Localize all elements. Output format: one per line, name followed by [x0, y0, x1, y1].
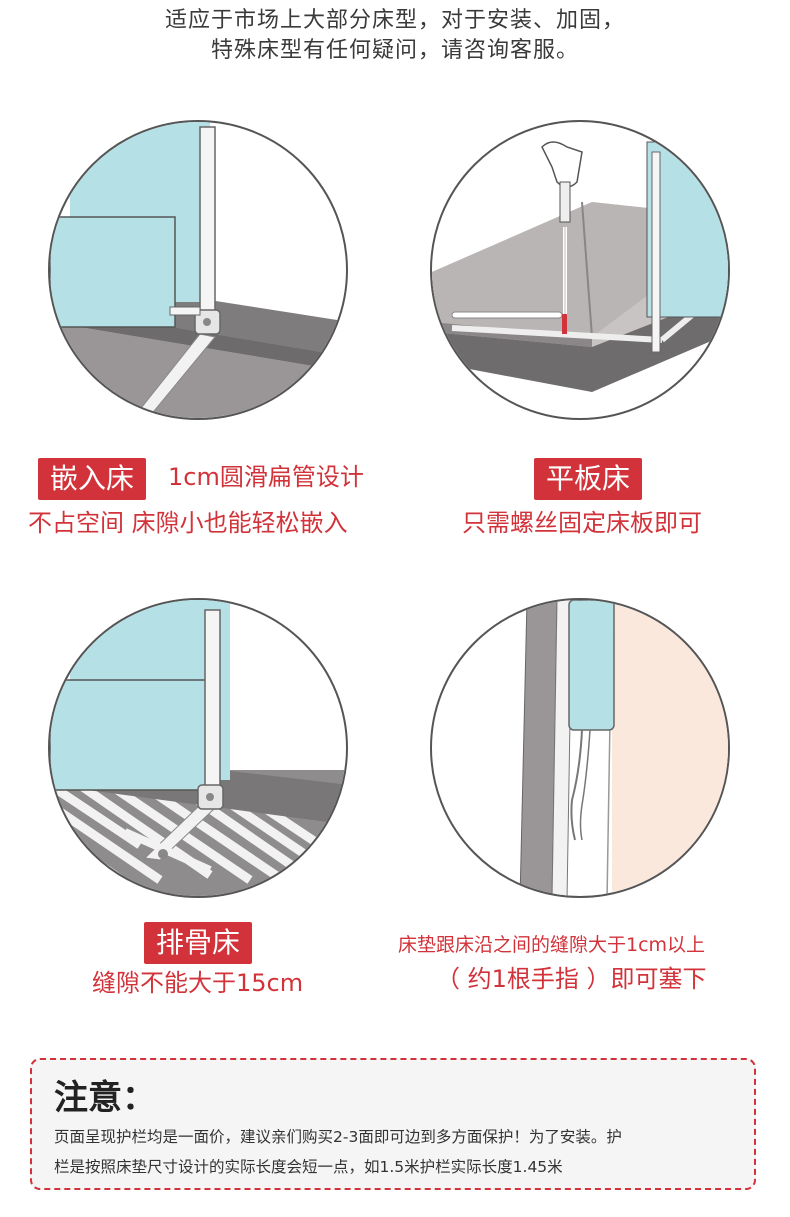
header-text: 适应于市场上大部分床型，对于安装、加固， 特殊床型有任何疑问，请咨询客服。: [0, 6, 790, 66]
embedded-bed-line1: 1cm圆滑扁管设计: [168, 463, 364, 491]
header-line-1: 适应于市场上大部分床型，对于安装、加固，: [164, 8, 625, 33]
note-body: 页面呈现护栏均是一面价，建议亲们购买2-3面即可边到多方面保护！为了安装。护 栏…: [54, 1122, 738, 1182]
note-title: 注意：: [54, 1078, 156, 1118]
embedded-bed-line2: 不占空间 床隙小也能轻松嵌入: [28, 509, 348, 537]
embedded-bed-tag: 嵌入床: [38, 458, 147, 500]
slatted-bed-illustration: [48, 598, 348, 898]
header-line-2: 特殊床型有任何疑问，请咨询客服。: [210, 38, 579, 63]
slatted-bed-line1: 缝隙不能大于15cm: [92, 969, 304, 997]
mattress-gap-line1: 床垫跟床沿之间的缝隙大于1cm以上: [398, 934, 706, 956]
embedded-bed-illustration: [48, 120, 348, 420]
mattress-gap-line2: （ 约1根手指 ）即可塞下: [436, 965, 707, 993]
note-line-1: 页面呈现护栏均是一面价，建议亲们购买2-3面即可边到多方面保护！为了安装。护: [54, 1128, 622, 1146]
note-box: 注意： 页面呈现护栏均是一面价，建议亲们购买2-3面即可边到多方面保护！为了安装…: [30, 1058, 756, 1190]
note-line-2: 栏是按照床垫尺寸设计的实际长度会短一点，如1.5米护栏实际长度1.45米: [54, 1158, 563, 1176]
flat-bed-line1: 只需螺丝固定床板即可: [462, 509, 702, 537]
mattress-gap-illustration: [430, 598, 730, 898]
slatted-bed-tag: 排骨床: [144, 922, 253, 964]
flat-bed-tag: 平板床: [534, 458, 643, 500]
flat-bed-illustration: [430, 120, 730, 420]
